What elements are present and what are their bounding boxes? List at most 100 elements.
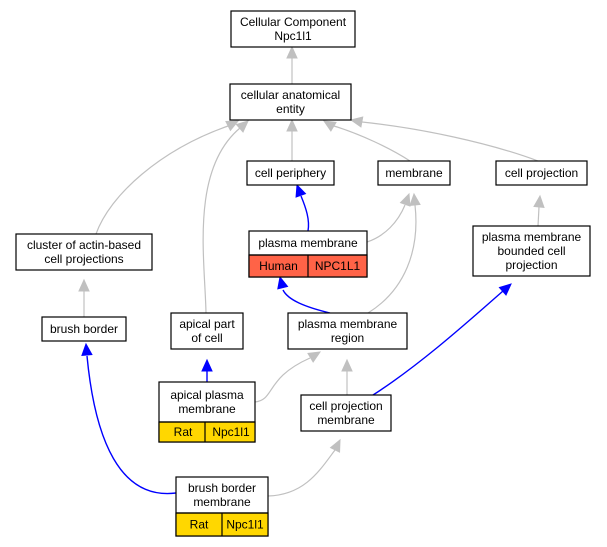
edge-periphery-cae (286, 118, 298, 161)
node-brush[interactable]: brush border (41, 316, 127, 342)
edge-cluster-cae (95, 120, 240, 235)
node-label-line: bounded cell (497, 244, 565, 258)
node-box (246, 160, 335, 186)
node-label-line: apical plasma (170, 388, 244, 402)
node-label-line: Npc1l1 (274, 29, 312, 43)
arrowhead (341, 358, 353, 372)
arrowhead (277, 275, 289, 290)
arrowhead (322, 120, 337, 132)
arrowhead (307, 351, 322, 363)
edge-line (367, 204, 417, 314)
node-projection[interactable]: cell projection (495, 160, 588, 186)
edge-plasma-membrane (366, 192, 411, 243)
node-box (229, 83, 352, 121)
edge-apicalpart-cae (202, 120, 249, 314)
edge-apicalpm-pmregion (254, 351, 322, 403)
edge-projection-cae (349, 116, 539, 162)
node-label-line: region (331, 331, 364, 345)
arrowhead (349, 116, 364, 128)
species-badge: Human (259, 259, 298, 273)
arrowhead (409, 192, 421, 206)
arrowhead (201, 358, 213, 372)
node-label-line: membrane (317, 413, 375, 427)
edge-line (300, 195, 310, 232)
edge-line (537, 206, 540, 227)
arrowhead (295, 183, 307, 198)
node-label-line: apical part (179, 317, 235, 331)
species-badge: Rat (190, 518, 209, 532)
node-label-line: plasma membrane (298, 317, 398, 331)
arrowhead (78, 278, 90, 292)
edge-apicalpm-apicalpart (201, 358, 213, 382)
arrowhead (286, 118, 298, 132)
edge-line (372, 290, 504, 396)
edge-brush-cluster (78, 278, 90, 317)
arrowhead (81, 342, 93, 356)
arrowhead (286, 45, 298, 59)
edge-line (361, 121, 539, 162)
node-box (495, 160, 588, 186)
edge-line (202, 127, 241, 314)
gene-badge: Npc1l1 (226, 518, 264, 532)
node-box (230, 10, 356, 48)
node-box (300, 394, 392, 432)
arrowhead (329, 438, 341, 453)
arrowhead (498, 283, 512, 296)
edge-pmbcp-projection (533, 194, 545, 227)
node-label-line: entity (276, 102, 305, 116)
node-box (287, 312, 408, 350)
node-label-line: Cellular Component (240, 15, 347, 29)
node-box (41, 316, 127, 342)
gene-badge: NPC1L1 (315, 259, 361, 273)
node-box (472, 225, 591, 277)
node-label-line: cell projection (505, 166, 578, 180)
edge-bbm-cpm (267, 438, 341, 497)
edge-plasma-periphery (295, 183, 310, 232)
node-label-line: cell periphery (255, 166, 326, 180)
arrowhead (533, 194, 545, 208)
node-label-line: brush border (188, 481, 256, 495)
node-membrane[interactable]: membrane (377, 160, 451, 186)
edge-line (95, 125, 229, 235)
edge-line (366, 204, 406, 243)
arrowhead (399, 192, 411, 207)
node-label-line: membrane (385, 166, 443, 180)
edge-cpm-pmbcp (372, 283, 512, 396)
node-label-line: cellular anatomical (241, 88, 340, 102)
arrowhead (235, 120, 249, 133)
edge-pmregion-membrane (367, 192, 421, 314)
node-label-line: plasma membrane (482, 230, 582, 244)
node-periphery[interactable]: cell periphery (246, 160, 335, 186)
node-box (15, 233, 153, 271)
node-label-line: cell projection (309, 399, 382, 413)
gene-badge: Npc1l1 (212, 425, 250, 439)
edge-line (333, 125, 411, 162)
edge-line (86, 355, 177, 495)
node-label-line: cell projections (44, 252, 123, 266)
node-box (170, 312, 244, 350)
node-label-line: cluster of actin-based (27, 238, 141, 252)
node-label-line: plasma membrane (258, 236, 358, 250)
node-label-line: membrane (178, 402, 236, 416)
node-label-line: projection (505, 258, 557, 272)
node-label-line: of cell (191, 331, 222, 345)
edges (78, 45, 545, 497)
edge-bbm-brush (81, 342, 177, 495)
node-label-line: brush border (50, 322, 118, 336)
species-badge: Rat (174, 425, 193, 439)
node-box (377, 160, 451, 186)
edge-line (267, 449, 336, 497)
edge-pmregion-plasma (277, 275, 331, 314)
